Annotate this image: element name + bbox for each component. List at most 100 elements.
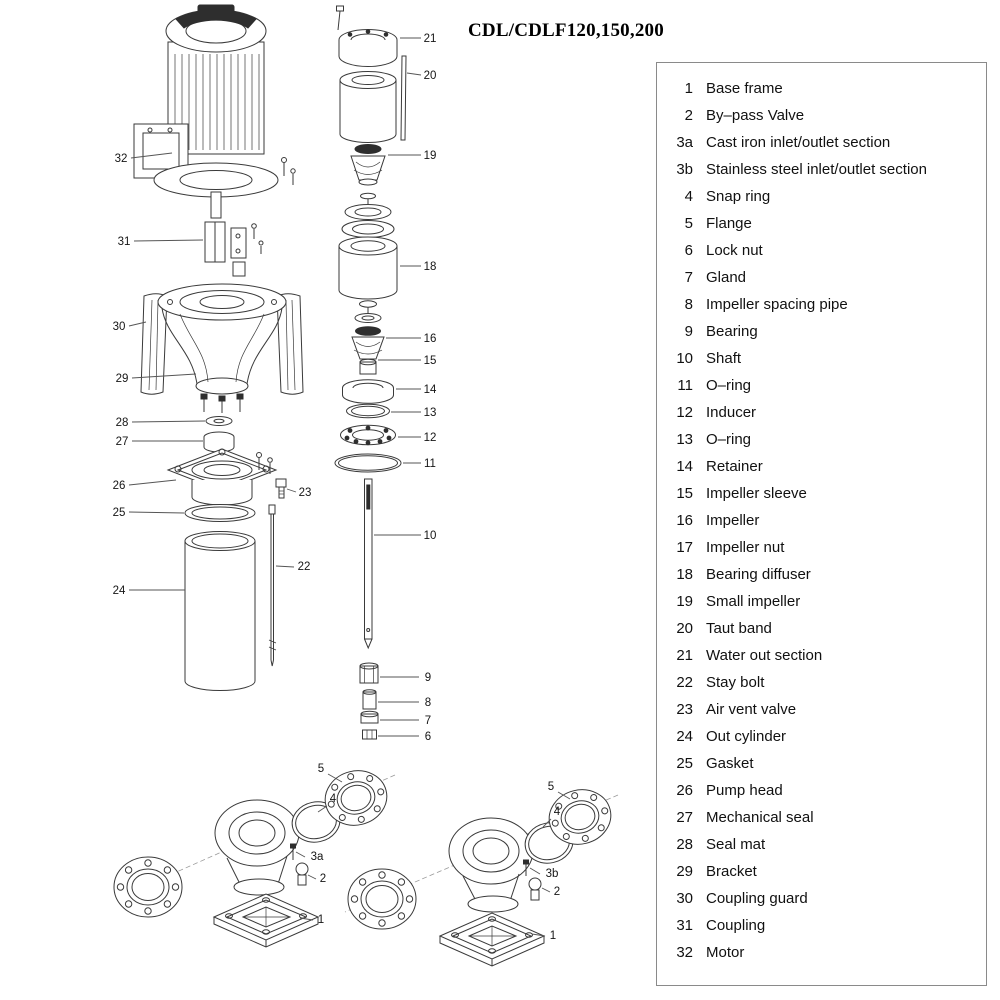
part-number: 22 xyxy=(676,674,693,691)
callout-leader-line xyxy=(307,874,317,880)
part-number: 14 xyxy=(676,458,693,475)
diagram-callout: 20 xyxy=(424,70,437,82)
diagram-callout: 5 xyxy=(318,763,324,775)
part-label: Gasket xyxy=(706,755,754,772)
part-label: O–ring xyxy=(706,377,752,394)
diagram-callout: 16 xyxy=(424,333,437,345)
diagram-callout: 5 xyxy=(548,781,554,793)
parts-list-row: 1 Base frame xyxy=(657,75,980,102)
diagram-callout: 9 xyxy=(425,672,431,684)
parts-list-row: 3a Cast iron inlet/outlet section xyxy=(657,129,980,156)
part-label: Water out section xyxy=(706,647,823,664)
parts-list-row: 11 O–ring xyxy=(657,372,980,399)
coupling-guard-art xyxy=(140,293,304,395)
parts-list-row: 20 Taut band xyxy=(657,615,980,642)
parts-list-row: 5 Flange xyxy=(657,210,980,237)
callout-leader-line xyxy=(128,321,147,327)
callout-leader-line xyxy=(286,488,297,493)
callout-leader-line xyxy=(133,239,204,242)
part-number: 11 xyxy=(677,377,693,394)
diagram-callout: 18 xyxy=(424,261,437,273)
parts-list-row: 22 Stay bolt xyxy=(657,669,980,696)
part-number: 6 xyxy=(684,242,693,259)
diagram-callout: 21 xyxy=(424,33,437,45)
part-number: 2 xyxy=(684,107,693,124)
diagram-callout: 2 xyxy=(320,873,326,885)
part-label: Inducer xyxy=(706,404,757,421)
part-label: Out cylinder xyxy=(706,728,787,745)
part-number: 20 xyxy=(676,620,693,637)
diagram-callout: 4 xyxy=(554,806,561,818)
part-label: Taut band xyxy=(706,620,772,637)
part-label: Shaft xyxy=(706,350,742,367)
diagram-callout: 22 xyxy=(298,561,311,573)
callout-leader-line xyxy=(128,511,185,514)
part-number: 1 xyxy=(684,80,693,97)
part-number: 3a xyxy=(676,134,693,151)
callout-leader-line xyxy=(275,565,295,568)
part-label: Impeller nut xyxy=(706,539,785,556)
part-label: Impeller sleeve xyxy=(706,485,807,502)
diagram-callout: 10 xyxy=(424,530,437,542)
part-number: 5 xyxy=(684,215,693,232)
diagram-callout: 32 xyxy=(115,153,128,165)
part-label: Lock nut xyxy=(706,242,763,259)
diagram-callout: 4 xyxy=(330,793,337,805)
part-label: Stay bolt xyxy=(706,674,765,691)
page-title: CDL/CDLF120,150,200 xyxy=(468,20,664,41)
callout-leader-line xyxy=(542,818,552,828)
part-label: Cast iron inlet/outlet section xyxy=(706,134,891,151)
part-label: Gland xyxy=(706,269,747,286)
part-label: Motor xyxy=(706,944,745,961)
part-label: Flange xyxy=(706,215,752,232)
callout-leader-line xyxy=(131,420,206,423)
diagram-callout: 28 xyxy=(116,417,129,429)
part-number: 3b xyxy=(676,161,693,178)
part-label: Small impeller xyxy=(706,593,801,610)
part-number: 10 xyxy=(676,350,693,367)
callout-leader-line xyxy=(295,851,306,858)
inlet-outlet-3b-art xyxy=(344,789,619,967)
diagram-callout: 27 xyxy=(116,436,129,448)
part-label: Air vent valve xyxy=(706,701,797,718)
diagram-callout: 13 xyxy=(424,407,437,419)
exploded-view-svg: 3231302928272625242322212019181615141312… xyxy=(113,4,619,967)
diagram-callout: 23 xyxy=(299,487,312,499)
diagram-callout: 14 xyxy=(424,384,437,396)
diagram-callout: 30 xyxy=(113,321,126,333)
part-number: 18 xyxy=(676,566,693,583)
bracket-art xyxy=(157,283,287,413)
part-label: Pump head xyxy=(706,782,783,799)
part-label: Bracket xyxy=(706,863,757,880)
part-label: Bearing diffuser xyxy=(706,566,811,583)
part-number: 4 xyxy=(684,188,693,205)
diagram-callout: 11 xyxy=(424,458,436,470)
part-label: Bearing xyxy=(706,323,758,340)
callout-leader-line xyxy=(541,887,551,893)
diagram-callout: 1 xyxy=(550,930,556,942)
diagram-callout: 6 xyxy=(425,731,431,743)
part-label: Impeller xyxy=(706,512,760,529)
part-number: 8 xyxy=(684,296,693,313)
diagram-callout: 26 xyxy=(113,480,126,492)
part-label: Base frame xyxy=(706,80,783,97)
part-label: Coupling guard xyxy=(706,890,808,907)
pump-head-art xyxy=(166,448,287,506)
diagram-callout: 12 xyxy=(424,432,437,444)
